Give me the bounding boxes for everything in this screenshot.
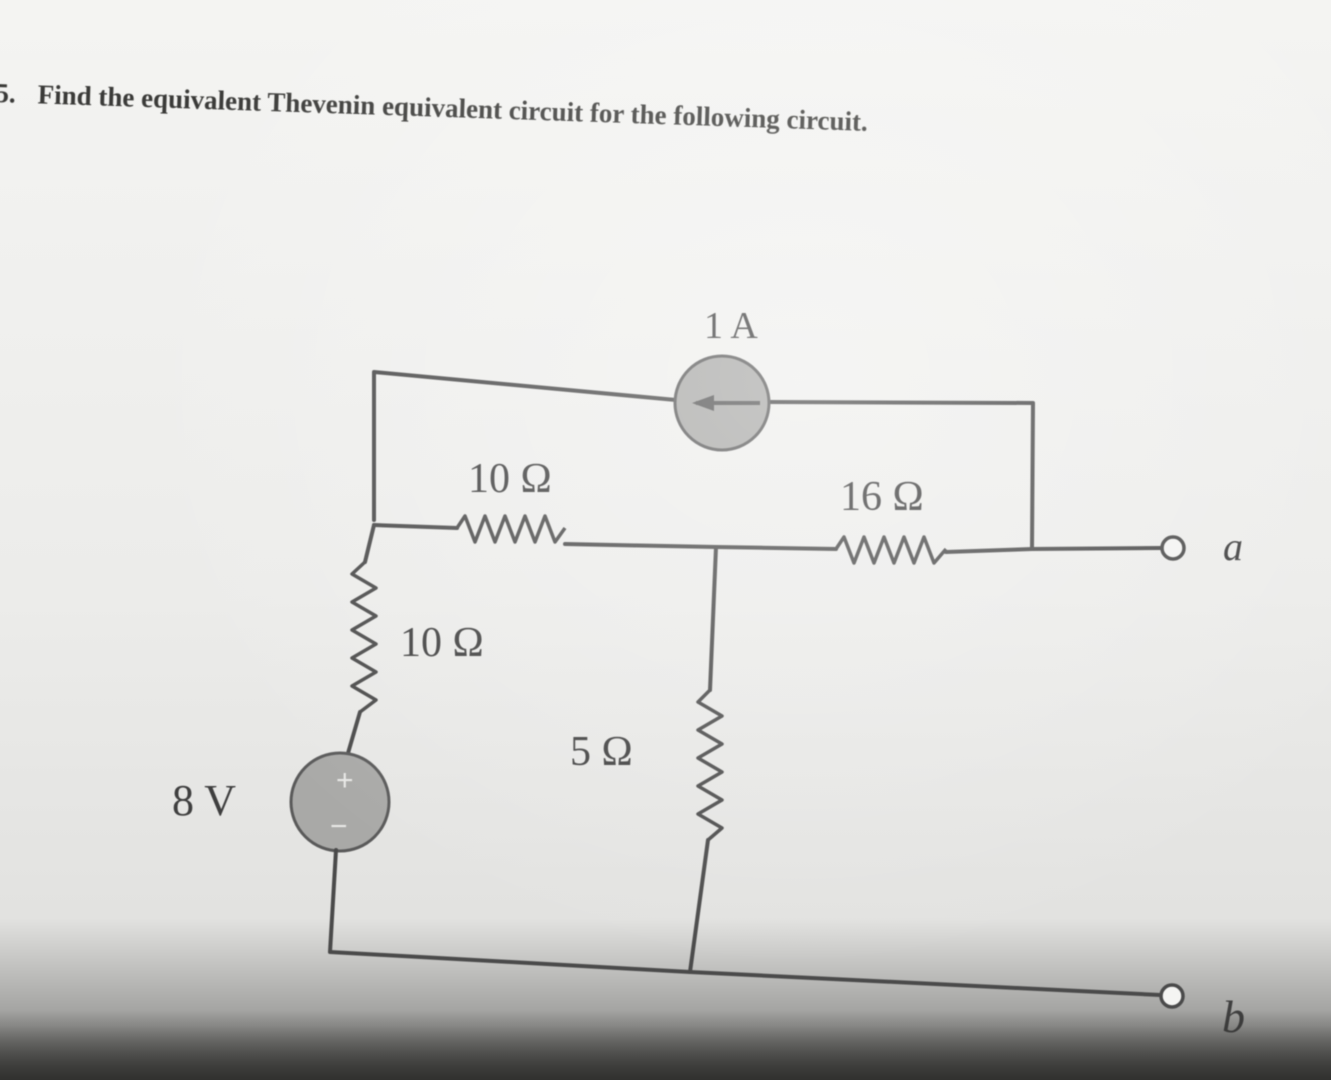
wire-middle-center [563, 542, 838, 551]
wire-middle-left [372, 523, 459, 530]
wire-bottom [688, 970, 1162, 997]
wire-top-right [768, 400, 1035, 551]
terminal-b [1159, 983, 1185, 1009]
voltage-source-label: 8 V [172, 776, 236, 825]
resistor-5-label: 5 Ω [570, 729, 633, 775]
photo-bottom-shadow [0, 1010, 1331, 1080]
resistor-10-left-label: 10 Ω [400, 620, 484, 666]
wire-top-left [372, 370, 678, 522]
current-source [673, 354, 771, 452]
current-source-label: 1 A [704, 305, 758, 347]
voltage-source: + − [289, 751, 391, 853]
voltage-plus-sign: + [336, 764, 354, 797]
voltage-minus-sign: − [330, 810, 348, 843]
resistor-10-left [350, 560, 378, 714]
wire-left-mid [344, 710, 362, 762]
terminal-a-label: a [1223, 524, 1243, 569]
wire-to-terminal-a [944, 546, 1164, 554]
resistor-5 [696, 688, 724, 842]
terminal-a [1160, 535, 1186, 561]
resistor-10-top [455, 514, 567, 544]
wire-left-lower [328, 848, 692, 974]
resistor-10-top-label: 10 Ω [468, 456, 552, 502]
wire-left-upper [363, 523, 376, 564]
resistor-16-label: 16 Ω [840, 474, 924, 520]
resistor-16 [834, 535, 948, 565]
wire-mid-vertical-lower [688, 838, 710, 974]
wire-mid-vertical-upper [708, 545, 718, 692]
